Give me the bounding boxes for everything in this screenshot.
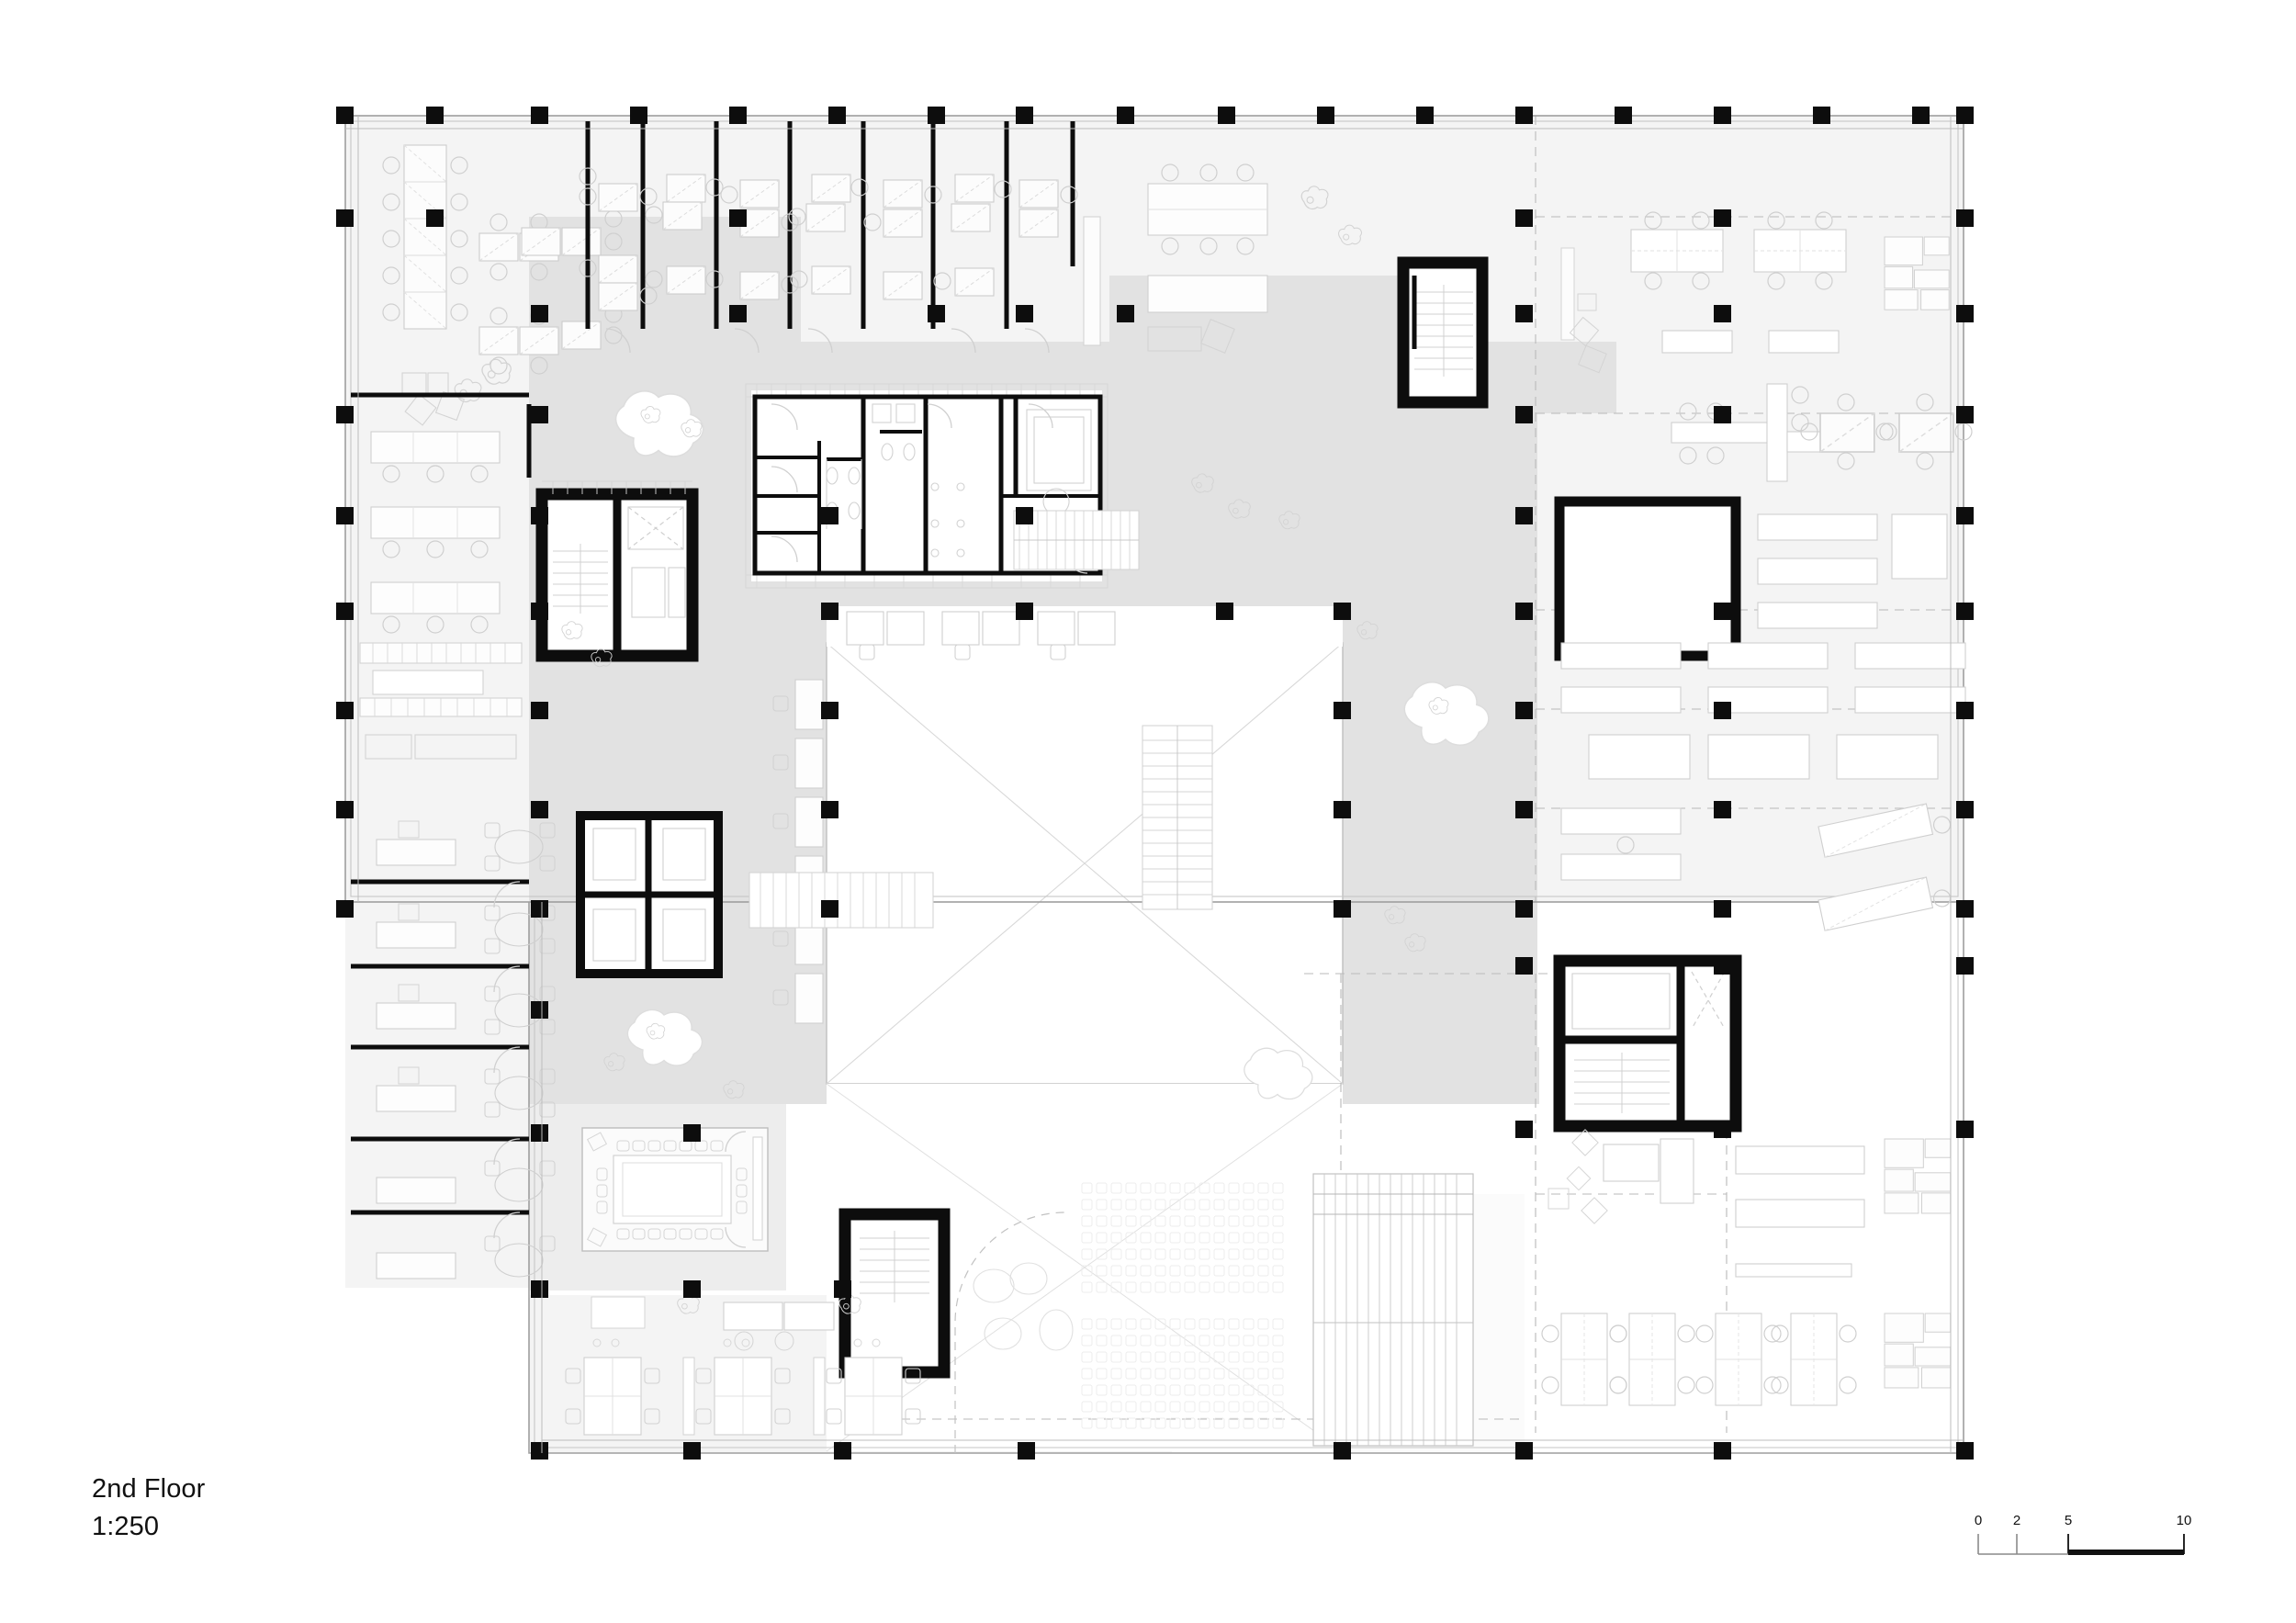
- scale-bar: 0 2 5 10: [1973, 1506, 2221, 1563]
- south-envelope-inner: [534, 902, 1959, 1448]
- auditorium-seating-ghost: [1081, 1182, 1284, 1429]
- drawing-caption: 2nd Floor 1:250: [92, 1471, 205, 1546]
- north-lounge-furniture: [1083, 163, 1362, 354]
- grand-stair-north: [1013, 510, 1140, 570]
- scale-tick-5: 5: [2065, 1513, 2072, 1528]
- scale-tick-10: 10: [2177, 1513, 2192, 1528]
- soft-boundary-dashed: [954, 1212, 1066, 1453]
- scale-tick-0: 0: [1975, 1513, 1982, 1528]
- south-envelope: [528, 902, 1964, 1454]
- core-east-stair-lift: [1553, 954, 1742, 1133]
- scale-tick-2: 2: [2013, 1513, 2020, 1528]
- scale-bar-filled-segment: [2068, 1550, 2184, 1555]
- north-partitions: [585, 121, 1075, 329]
- stair-east-atrium: [1142, 725, 1213, 910]
- grand-stair-south: [1312, 1173, 1474, 1447]
- touchdown-desks-west: [772, 679, 824, 1024]
- core-northeast-shaft: [1554, 496, 1741, 661]
- lounge-seats-south: [973, 1262, 1074, 1351]
- core-west-offices: [576, 811, 723, 978]
- east-office-furniture: [1541, 211, 1973, 1406]
- west-cell-offices: [351, 392, 556, 1279]
- scale-bar-graphic: 0 2 5 10: [1975, 1513, 2192, 1555]
- partition-walls: [526, 266, 1487, 478]
- drawing-scale: 1:250: [92, 1512, 160, 1542]
- boardroom: [581, 1127, 769, 1252]
- bench-desks-atrium-north: [846, 611, 1116, 660]
- facade-mullions: [345, 116, 1964, 1453]
- north-open-office-furniture: [382, 144, 623, 426]
- stair-west-atrium: [748, 872, 934, 929]
- door-swings-north: [605, 328, 1050, 354]
- core-south-stair: [838, 1208, 951, 1379]
- page-title: 2nd Floor: [92, 1474, 206, 1504]
- structural-columns: [336, 107, 1974, 1460]
- south-office-furniture: [565, 1294, 921, 1436]
- core-west-stair-lift: [535, 480, 699, 662]
